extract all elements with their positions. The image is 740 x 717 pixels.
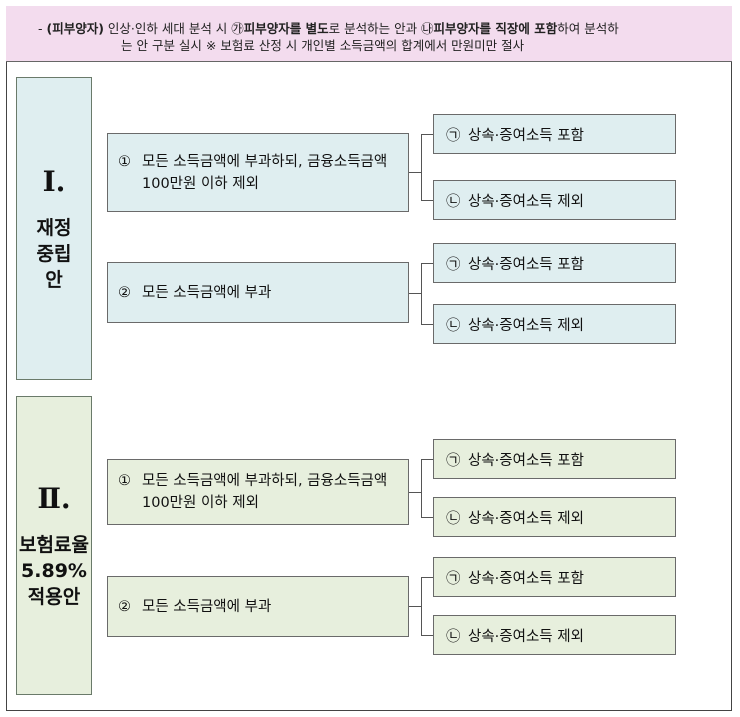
leaf-text: 상속·증여소득 제외 bbox=[468, 510, 584, 527]
note-bold-2: 피부양자를 직장에 포함 bbox=[433, 21, 558, 36]
connector-line bbox=[421, 263, 433, 264]
option-line-1: 모든 소득금액에 부과 bbox=[142, 284, 272, 301]
connector-line bbox=[421, 577, 433, 578]
leaf-g1-o2-include: ㉠ 상속·증여소득 포함 bbox=[433, 243, 676, 283]
group-1-option-1: ① 모든 소득금액에 부과하되, 금융소득금액 100만원 이하 제외 bbox=[107, 133, 409, 212]
leaf-mark: ㉡ bbox=[446, 628, 461, 645]
leaf-text: 상속·증여소득 포함 bbox=[468, 452, 584, 469]
note-tag: (피부양자) bbox=[46, 21, 104, 36]
leaf-g2-o1-include: ㉠ 상속·증여소득 포함 bbox=[433, 439, 676, 479]
connector-line bbox=[421, 459, 422, 517]
group-2-name: 보험료율 5.89% 적용안 bbox=[19, 533, 89, 608]
leaf-g1-o1-exclude: ㉡ 상속·증여소득 제외 bbox=[433, 180, 676, 220]
note-text-1: 인상·인하 세대 분석 시 ㉮ bbox=[103, 21, 244, 36]
leaf-mark: ㉠ bbox=[446, 256, 461, 273]
note-line-1: - (피부양자) 인상·인하 세대 분석 시 ㉮피부양자를 별도로 분석하는 안… bbox=[38, 18, 619, 37]
connector-line bbox=[409, 293, 421, 294]
connector-line bbox=[421, 577, 422, 635]
leaf-text: 상속·증여소득 포함 bbox=[468, 570, 584, 587]
leaf-text: 상속·증여소득 제외 bbox=[468, 317, 584, 334]
option-number: ② bbox=[118, 598, 131, 615]
group-2-label: Ⅱ. 보험료율 5.89% 적용안 bbox=[16, 396, 92, 695]
connector-line bbox=[421, 635, 433, 636]
leaf-g2-o2-include: ㉠ 상속·증여소득 포함 bbox=[433, 557, 676, 597]
note-prefix: - bbox=[38, 21, 47, 36]
connector-line bbox=[421, 263, 422, 324]
connector-line bbox=[409, 606, 421, 607]
group-1-label: Ⅰ. 재정 중립 안 bbox=[16, 77, 92, 380]
leaf-mark: ㉡ bbox=[446, 510, 461, 527]
leaf-text: 상속·증여소득 제외 bbox=[468, 193, 584, 210]
option-line-1: 모든 소득금액에 부과하되, 금융소득금액 bbox=[142, 473, 388, 489]
leaf-mark: ㉠ bbox=[446, 127, 461, 144]
leaf-text: 상속·증여소득 포함 bbox=[468, 127, 584, 144]
leaf-text: 상속·증여소득 포함 bbox=[468, 256, 584, 273]
connector-line bbox=[409, 492, 421, 493]
group-1-roman: Ⅰ. bbox=[42, 164, 66, 198]
note-line-2: 는 안 구분 실시 ※ 보험료 산정 시 개인별 소득금액의 합계에서 만원미만… bbox=[121, 38, 525, 53]
leaf-g2-o2-exclude: ㉡ 상속·증여소득 제외 bbox=[433, 615, 676, 655]
connector-line bbox=[421, 200, 433, 201]
option-number: ① bbox=[118, 473, 131, 489]
leaf-text: 상속·증여소득 제외 bbox=[468, 628, 584, 645]
option-number: ① bbox=[118, 153, 131, 170]
note-text-2: 로 분석하는 안과 ㉯ bbox=[328, 21, 434, 36]
leaf-g1-o1-include: ㉠ 상속·증여소득 포함 bbox=[433, 114, 676, 154]
option-number: ② bbox=[118, 284, 131, 301]
connector-line bbox=[421, 134, 422, 200]
group-1-name: 재정 중립 안 bbox=[36, 216, 72, 291]
leaf-mark: ㉠ bbox=[446, 570, 461, 587]
group-2-option-1: ① 모든 소득금액에 부과하되, 금융소득금액 100만원 이하 제외 bbox=[107, 459, 409, 525]
option-line-1: 모든 소득금액에 부과하되, 금융소득금액 bbox=[142, 153, 388, 170]
connector-line bbox=[421, 459, 433, 460]
note-header: - (피부양자) 인상·인하 세대 분석 시 ㉮피부양자를 별도로 분석하는 안… bbox=[6, 6, 732, 62]
option-line-2: 100만원 이하 제외 bbox=[142, 175, 259, 192]
leaf-g2-o1-exclude: ㉡ 상속·증여소득 제외 bbox=[433, 497, 676, 537]
leaf-mark: ㉠ bbox=[446, 452, 461, 469]
connector-line bbox=[409, 172, 421, 173]
connector-line bbox=[421, 517, 433, 518]
connector-line bbox=[421, 324, 433, 325]
leaf-mark: ㉡ bbox=[446, 317, 461, 334]
note-bold-1: 피부양자를 별도 bbox=[243, 21, 329, 36]
option-line-2: 100만원 이하 제외 bbox=[142, 495, 259, 511]
group-2-roman: Ⅱ. bbox=[37, 481, 71, 515]
leaf-mark: ㉡ bbox=[446, 193, 461, 210]
group-2-option-2: ② 모든 소득금액에 부과 bbox=[107, 576, 409, 637]
leaf-g1-o2-exclude: ㉡ 상속·증여소득 제외 bbox=[433, 304, 676, 344]
group-1-option-2: ② 모든 소득금액에 부과 bbox=[107, 262, 409, 323]
connector-line bbox=[421, 134, 433, 135]
note-text-3: 하여 분석하 bbox=[557, 21, 619, 36]
option-line-1: 모든 소득금액에 부과 bbox=[142, 598, 272, 615]
